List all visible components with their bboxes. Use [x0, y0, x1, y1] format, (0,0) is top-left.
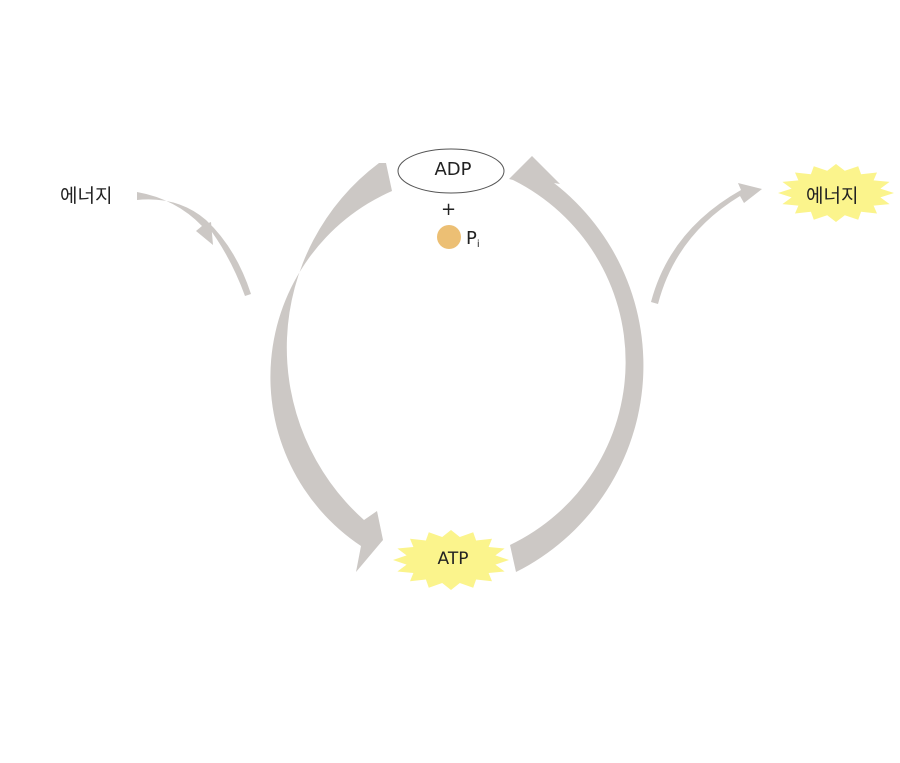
phosphate-subscript: i: [476, 239, 480, 250]
energy-output-burst-shape: [778, 164, 894, 222]
adp-label: ADP: [434, 159, 472, 180]
plus-sign: +: [441, 199, 457, 220]
phosphate-label: Pi: [466, 228, 480, 250]
phosphate-symbol: P: [466, 228, 477, 249]
energy-input-arrow: [137, 192, 251, 296]
atp-burst-shape: [393, 530, 509, 590]
phosphate-circle: [437, 225, 461, 249]
right-cycle-arrow: [509, 156, 644, 572]
atp-label: ATP: [437, 549, 469, 569]
adp-ellipse: [397, 148, 505, 194]
energy-output-arrow: [651, 183, 762, 304]
energy-output-label: 에너지: [806, 185, 859, 207]
left-cycle-arrow: [270, 163, 392, 572]
energy-input-label: 에너지: [60, 185, 113, 207]
